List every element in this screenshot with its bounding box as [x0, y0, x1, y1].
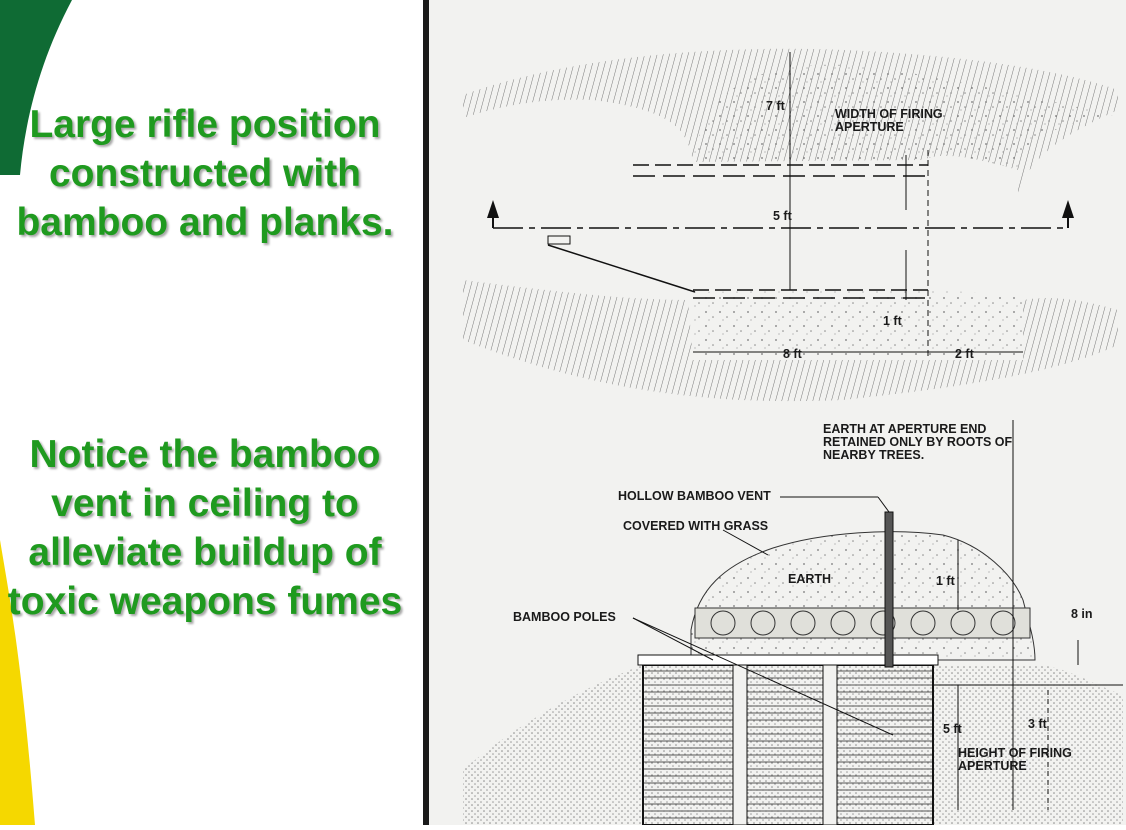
caption-secondary: Notice the bamboo vent in ceiling to all… — [7, 433, 403, 623]
aperture-label-text: HEIGHT OF FIRING — [958, 746, 1072, 760]
section-view: EARTH AT APERTURE END RETAINED ONLY BY R… — [463, 420, 1123, 826]
entry-step — [547, 235, 571, 245]
poles-leader-1 — [632, 617, 714, 661]
plank-post-1 — [732, 664, 748, 826]
upper-earth-stipple — [693, 64, 1113, 170]
lower-earth-hatch — [463, 280, 1118, 402]
cover-leader — [722, 529, 769, 556]
plan-width-label-text: WIDTH OF FIRING — [835, 107, 943, 121]
earth-note-text-line-2: NEARBY TREES. — [823, 448, 924, 462]
section-dim-aperture-height: 3 ft — [1028, 717, 1048, 731]
section-cover-label: COVERED WITH GRASS — [623, 519, 768, 533]
plan-dim-height: 7 ft — [766, 99, 786, 113]
plan-dim-length: 8 ft — [783, 347, 803, 361]
lower-earth-stipple — [693, 290, 1023, 355]
entry-ramp — [547, 244, 696, 293]
ceiling-beam — [637, 654, 939, 666]
plan-width-label: WIDTH OF FIRING APERTURE — [835, 107, 946, 134]
bamboo-pole-row — [694, 607, 1031, 639]
plan-dim-aperture-length: 2 ft — [955, 347, 975, 361]
aperture-label-text-line-1: APERTURE — [958, 759, 1027, 773]
earth-note-text: EARTH AT APERTURE END — [823, 422, 986, 436]
bamboo-vent-pipe — [884, 511, 894, 668]
plank-post-2 — [822, 664, 838, 826]
caption-primary: Large rifle position constructed with ba… — [16, 103, 394, 244]
bamboo-pole-ends — [710, 610, 1016, 636]
section-arrow-right — [1062, 200, 1074, 218]
section-earth-label: EARTH — [788, 572, 831, 586]
section-arrow-left — [487, 200, 499, 218]
corner-swoosh-decoration — [0, 0, 72, 825]
caption-panel: Large rifle position constructed with ba… — [0, 0, 425, 825]
frame-left-border — [423, 0, 429, 825]
plan-dim-width: 5 ft — [773, 209, 793, 223]
section-vent-label: HOLLOW BAMBOO VENT — [618, 489, 771, 503]
poles-leader-2 — [632, 617, 894, 736]
section-dim-poles: 8 in — [1071, 607, 1093, 621]
section-earth-note: EARTH AT APERTURE END RETAINED ONLY BY R… — [823, 422, 1013, 462]
yellow-swoosh — [0, 540, 35, 825]
section-poles-label: BAMBOO POLES — [513, 610, 616, 624]
section-aperture-label: HEIGHT OF FIRING APERTURE — [958, 746, 1075, 773]
section-dim-cover: 1 ft — [936, 574, 956, 588]
section-dim-depth: 5 ft — [943, 722, 963, 736]
vent-leader-d — [877, 496, 890, 513]
earth-note-text-line-1: RETAINED ONLY BY ROOTS OF — [823, 435, 1013, 449]
plan-view: 7 ft WIDTH OF FIRING APERTURE 5 ft 1 ft … — [463, 48, 1118, 402]
bunker-plank-wall — [642, 664, 934, 826]
plan-width-label-text-line-1: APERTURE — [835, 120, 904, 134]
plan-dim-aperture: 1 ft — [883, 314, 903, 328]
rifle-position-diagram: 7 ft WIDTH OF FIRING APERTURE 5 ft 1 ft … — [423, 0, 1126, 826]
green-swoosh — [0, 0, 72, 175]
